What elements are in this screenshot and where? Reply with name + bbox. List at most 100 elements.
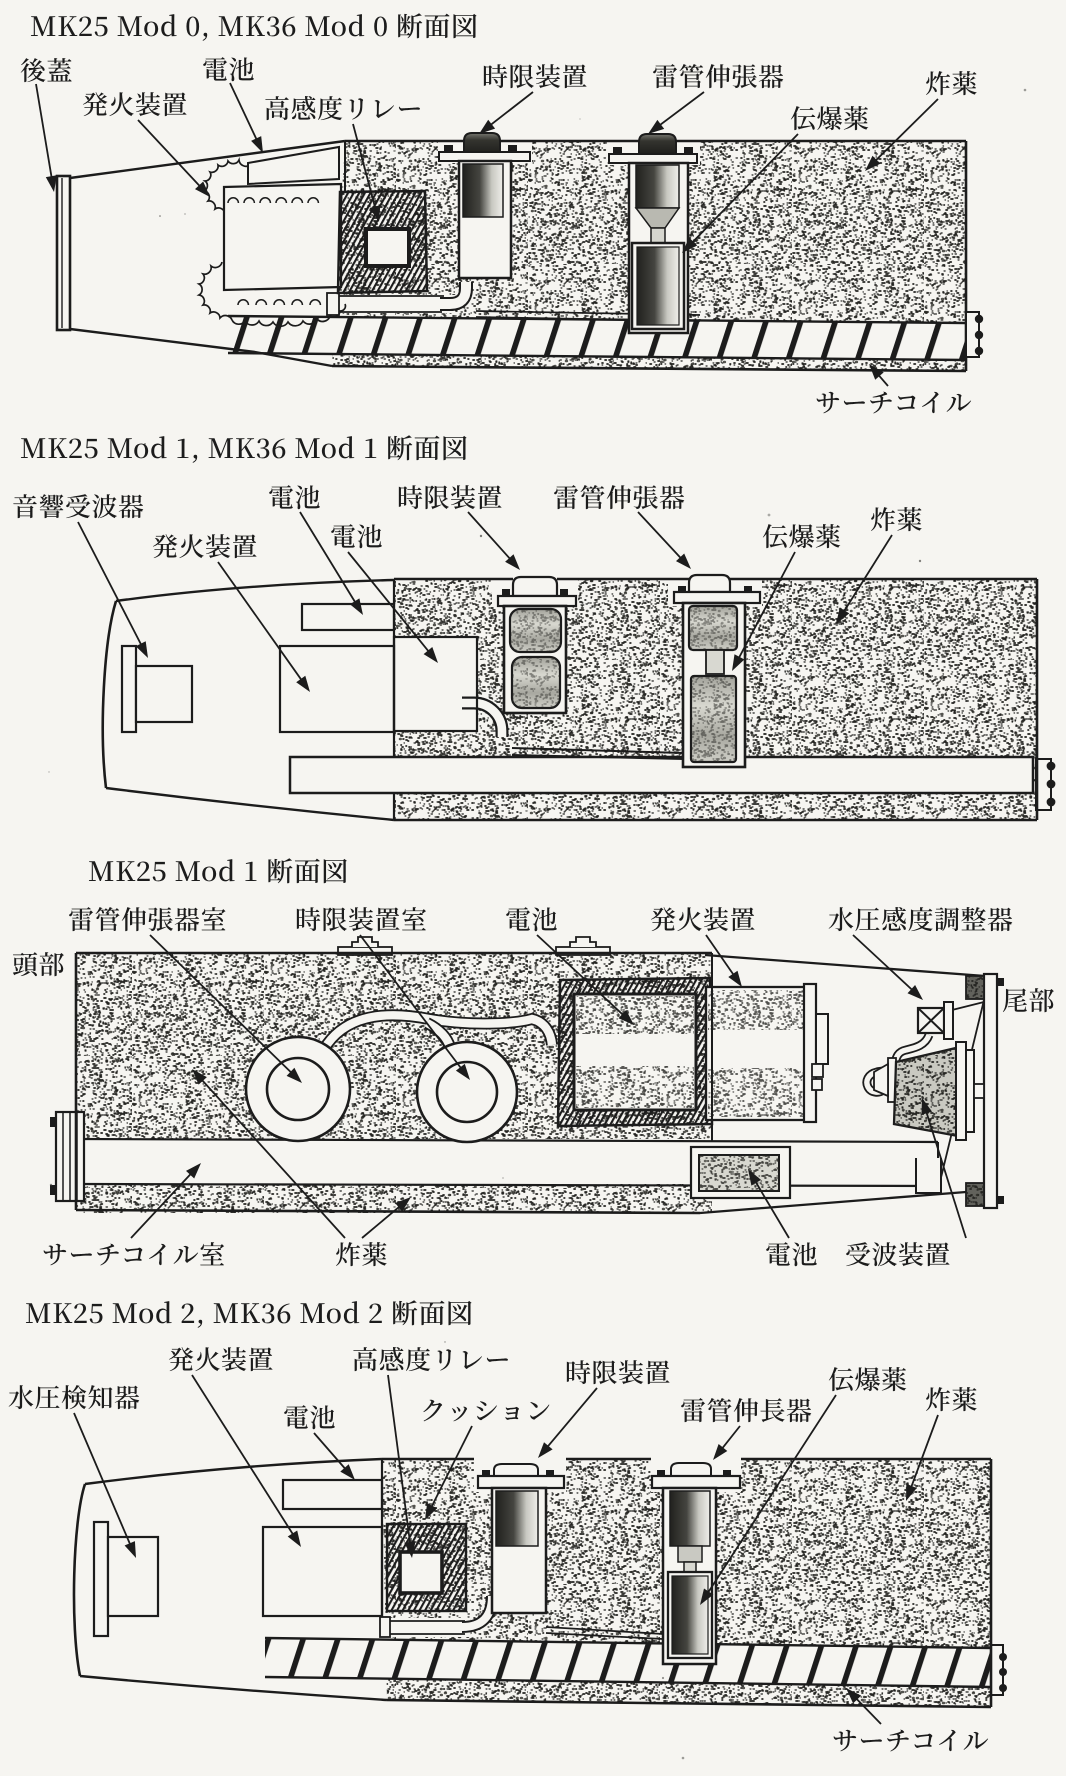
label-detonator-extender-chamber: 雷管伸張器室 xyxy=(68,900,228,937)
label-booster-charge: 伝爆薬 xyxy=(762,517,842,554)
leader-d4-explosive xyxy=(906,1414,939,1501)
label-detonator-extender: 雷管伸張器 xyxy=(652,57,785,94)
label-battery: 電池 xyxy=(283,1398,337,1435)
leader-d3-timer-chamber xyxy=(359,934,470,1080)
section-2-title: MK25 Mod 1, MK36 Mod 1 断面図 xyxy=(20,427,469,466)
cable-conduit xyxy=(379,1616,664,1640)
leader-d4-firing-device xyxy=(191,1374,301,1547)
diagram-mk25-mod0 xyxy=(35,82,984,387)
mounting-lug xyxy=(555,936,611,956)
label-firing-device: 発火装置 xyxy=(152,527,259,564)
firing-device-box xyxy=(261,1525,384,1618)
section-4-title: MK25 Mod 2, MK36 Mod 2 断面図 xyxy=(25,1292,474,1331)
cushion-cloud xyxy=(196,156,347,328)
label-explosive: 炸薬 xyxy=(925,1380,979,1417)
firing-device-cylinder xyxy=(704,982,829,1124)
hull-outline xyxy=(55,139,984,373)
battery-bottom-box xyxy=(689,1145,792,1200)
leader-d1-timer xyxy=(479,91,534,134)
section-3-title: MK25 Mod 1 断面図 xyxy=(88,850,349,889)
diagram-mk25-mod2 xyxy=(72,1374,1007,1725)
leader-d4-relay xyxy=(387,1374,416,1558)
label-high-sensitivity-relay: 高感度リレー xyxy=(352,1340,512,1377)
leader-d1-relay xyxy=(352,123,381,222)
head-end-cap xyxy=(50,1110,86,1203)
hull-outline xyxy=(74,951,713,1215)
label-battery-top: 電池 xyxy=(505,900,559,937)
label-timer-device: 時限装置 xyxy=(482,57,589,94)
nose-components xyxy=(120,602,479,734)
leader-d3-det-chamber xyxy=(149,934,302,1083)
label-search-coil: サーチコイル xyxy=(815,383,973,420)
leader-d1-battery xyxy=(229,82,263,153)
leader-d3-firing-device xyxy=(705,934,742,987)
leader-d3-coil-chamber xyxy=(130,1163,201,1239)
acoustic-receiver-box xyxy=(134,664,194,724)
hydrostatic-adjuster-valve xyxy=(916,1001,985,1040)
leader-d2-firing-device xyxy=(217,561,310,692)
leader-d4-search-coil xyxy=(846,1688,882,1725)
label-battery-lower: 電池 xyxy=(330,517,384,554)
timer-device-well xyxy=(438,132,531,280)
label-detonator-extender: 雷管伸張器 xyxy=(553,478,686,515)
battery-box xyxy=(556,976,714,1128)
search-coil-band xyxy=(264,1636,1007,1696)
label-booster-charge: 伝爆薬 xyxy=(828,1360,908,1397)
leader-d3-receiver xyxy=(921,1098,967,1239)
leader-d4-cushion xyxy=(425,1425,473,1520)
label-hydrostatic-sensitivity-adjuster: 水圧感度調整器 xyxy=(828,900,1014,937)
label-detonator-extender: 雷管伸長器 xyxy=(680,1391,813,1428)
leader-d3-explosive-a xyxy=(192,1069,346,1239)
label-battery-bottom: 電池 xyxy=(765,1235,819,1272)
label-firing-device: 発火装置 xyxy=(650,900,757,937)
leader-d3-battery-bottom xyxy=(748,1169,790,1239)
tail-section xyxy=(699,953,1004,1215)
leader-d2-battery-lower xyxy=(347,551,438,663)
label-receiver-unit: 受波装置 xyxy=(845,1235,952,1272)
leader-d4-water-pressure xyxy=(73,1412,136,1558)
cushion-relay-box xyxy=(385,1522,468,1613)
high-sensitivity-relay-box xyxy=(336,189,429,295)
firing-device-box xyxy=(278,644,396,734)
label-high-sensitivity-relay: 高感度リレー xyxy=(264,89,424,126)
diagram-mk25-mod1 xyxy=(50,934,1004,1239)
label-timer-device: 時限装置 xyxy=(397,478,504,515)
search-coil-band xyxy=(227,314,967,362)
label-explosive: 炸薬 xyxy=(870,500,924,537)
firing-device-box xyxy=(222,145,343,306)
section-1-title: MK25 Mod 0, MK36 Mod 0 断面図 xyxy=(30,5,479,44)
timer-device-well xyxy=(496,575,578,715)
label-battery-upper: 電池 xyxy=(268,478,322,515)
leader-d2-battery-upper xyxy=(299,511,363,615)
detonator-extender-well xyxy=(672,573,762,769)
leader-d1-rear-cover xyxy=(35,83,57,192)
label-booster-charge: 伝爆薬 xyxy=(790,99,870,136)
hull-outline xyxy=(72,1457,993,1709)
leader-d1-detonator xyxy=(648,91,705,134)
label-rear-cover: 後蓋 xyxy=(20,51,74,88)
label-firing-device: 発火装置 xyxy=(168,1340,275,1377)
leader-d4-timer xyxy=(538,1387,598,1458)
label-head: 頭部 xyxy=(12,945,66,982)
label-search-coil: サーチコイル xyxy=(832,1721,990,1758)
label-firing-device: 発火装置 xyxy=(82,85,189,122)
leader-d1-explosive xyxy=(865,98,939,171)
diagram-mk25-mod1-mk36 xyxy=(77,511,1056,822)
nose-components xyxy=(92,1478,384,1638)
leader-d2-detonator xyxy=(637,511,691,569)
label-cushion: クッション xyxy=(420,1391,552,1428)
leader-d2-timer xyxy=(467,511,520,570)
detonator-extender-well xyxy=(650,1462,742,1666)
leader-d3-explosive-b xyxy=(361,1197,411,1239)
label-water-pressure-detector: 水圧検知器 xyxy=(8,1378,141,1415)
detonator-extender-well xyxy=(608,133,698,335)
search-coil-tube xyxy=(288,755,1056,811)
battery-upper-box xyxy=(300,602,396,632)
detonator-extender-chamber-ring xyxy=(244,1035,352,1143)
receiver-unit-box xyxy=(873,1041,985,1141)
leader-d2-booster xyxy=(732,551,796,671)
cable-conduit xyxy=(326,292,701,322)
leader-d1-search-coil xyxy=(869,364,889,387)
